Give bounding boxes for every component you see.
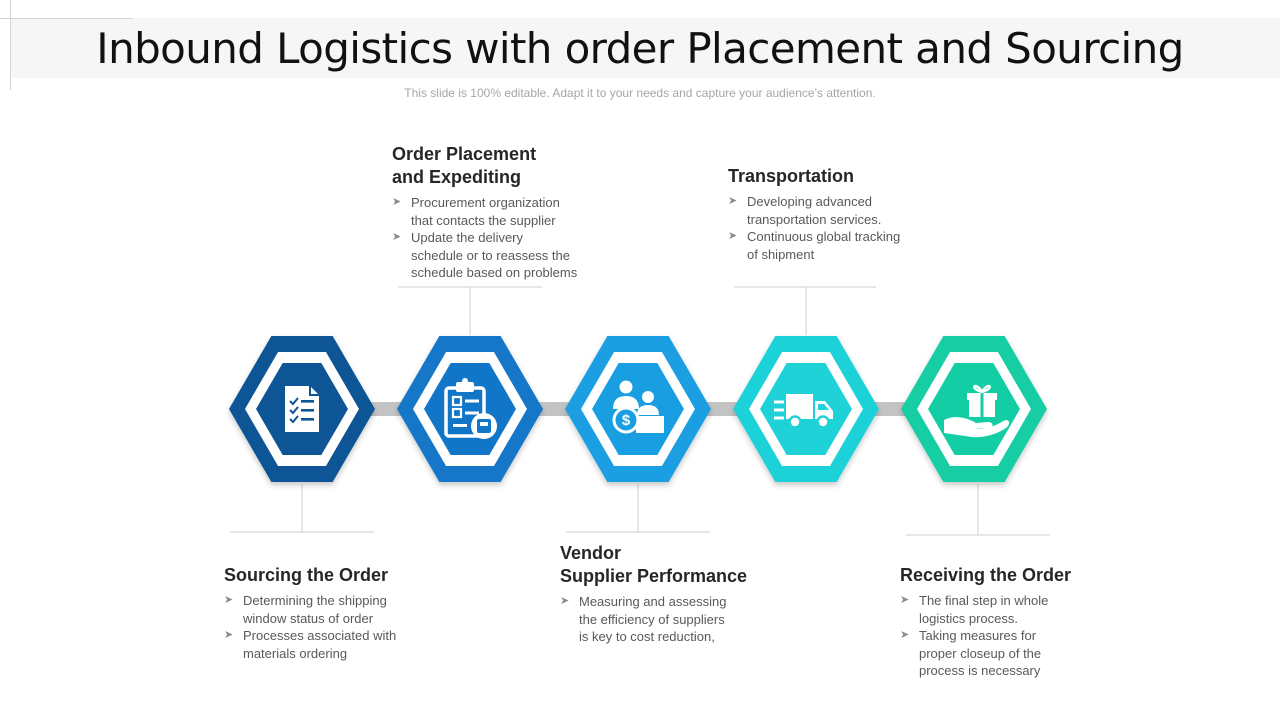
step-text-receiving: Receiving the Order ➤ The final step in w… [900, 564, 1110, 680]
bullet-line: Continuous global tracking [747, 229, 901, 244]
gift-hand-icon [944, 384, 1009, 438]
bullet-line: is key to cost reduction, [579, 629, 715, 644]
step-title-line: Sourcing the Order [224, 565, 389, 585]
page-title: Inbound Logistics with order Placement a… [96, 24, 1184, 73]
hexagon-order-placement [397, 336, 543, 482]
bullet-line: transportation services. [747, 211, 882, 227]
step-text-transportation: Transportation ➤ Developing advanced trans… [728, 165, 938, 263]
bullet-line: logistics process. [919, 610, 1018, 626]
step-title-line: Transportation [728, 166, 855, 186]
list-item: ➤ The final step in whole logistics proces… [900, 592, 1110, 627]
connector-bar [370, 402, 406, 416]
bullet-line: Measuring and assessing [579, 594, 727, 609]
step-bullets-transportation: ➤ Developing advanced transportation servi… [728, 193, 938, 263]
hexagon-receiving [901, 336, 1047, 482]
bullet-line: schedule based on problems [411, 265, 578, 280]
hexagon-vendor: $ [565, 336, 711, 482]
bullet-line: that contacts the supplier [411, 212, 556, 228]
delivery-truck-icon [774, 394, 833, 429]
step-text-vendor: Vendor Supplier Performance ➤ Measuring a… [560, 542, 780, 646]
step-bullets-sourcing: ➤ Determining the shipping window status o… [224, 592, 424, 662]
bullet-line: The final step in whole [919, 593, 1049, 608]
svg-text:$: $ [622, 412, 631, 429]
hexagon-sourcing [229, 336, 375, 482]
list-item: ➤ Continuous global tracking of shipment [728, 228, 938, 263]
step-bullets-vendor: ➤ Measuring and assessing the efficiency o… [560, 593, 780, 646]
bullet-line: schedule or to reassess the [411, 247, 570, 263]
bullet-line: Processes associated with [243, 628, 397, 643]
title-band [10, 18, 1280, 78]
chevron-right-icon: ➤ [728, 195, 738, 207]
list-item: ➤ Taking measures for proper closeup of th… [900, 627, 1110, 680]
step-title-line: and Expediting [392, 167, 522, 187]
page-subtitle: This slide is 100% editable. Adapt it to… [404, 86, 876, 100]
bullet-line: the efficiency of suppliers [579, 611, 725, 627]
bullet-line: materials ordering [243, 645, 348, 661]
connector-bar [706, 402, 742, 416]
bullet-line: Determining the shipping [243, 593, 387, 608]
list-item: ➤ Procurement organization that contacts t… [392, 194, 602, 229]
chevron-right-icon: ➤ [900, 594, 910, 606]
step-title-order-placement: Order Placement and Expediting [392, 143, 602, 189]
step-title-line: Order Placement [392, 144, 537, 164]
chevron-right-icon: ➤ [392, 231, 402, 243]
bullet-line: process is necessary [919, 663, 1041, 678]
chevron-right-icon: ➤ [728, 230, 738, 242]
document-checklist-icon [285, 386, 319, 432]
step-title-sourcing: Sourcing the Order [224, 564, 424, 587]
bullet-line: of shipment [747, 246, 815, 262]
list-item: ➤ Determining the shipping window status o… [224, 592, 424, 627]
step-title-receiving: Receiving the Order [900, 564, 1110, 587]
chevron-right-icon: ➤ [900, 629, 910, 641]
bullet-line: window status of order [243, 610, 374, 626]
list-item: ➤ Update the delivery schedule or to reass… [392, 229, 602, 282]
clipboard-checklist-icon [444, 378, 497, 439]
step-title-transportation: Transportation [728, 165, 938, 188]
bullet-line: Developing advanced [747, 194, 873, 209]
chevron-right-icon: ➤ [560, 595, 570, 607]
chevron-right-icon: ➤ [224, 594, 234, 606]
corner-line-vertical [10, 0, 11, 90]
step-title-line: Receiving the Order [900, 565, 1072, 585]
step-title-line: Vendor [560, 543, 622, 563]
bullet-line: Procurement organization [411, 195, 560, 210]
chevron-right-icon: ➤ [224, 629, 234, 641]
step-text-order-placement: Order Placement and Expediting ➤ Procurem… [392, 143, 602, 282]
step-bullets-receiving: ➤ The final step in whole logistics proces… [900, 592, 1110, 680]
step-bullets-order-placement: ➤ Procurement organization that contacts t… [392, 194, 602, 282]
bullet-line: Update the delivery [411, 230, 524, 245]
step-title-line: Supplier Performance [560, 566, 748, 586]
step-text-sourcing: Sourcing the Order ➤ Determining the ship… [224, 564, 424, 662]
list-item: ➤ Developing advanced transportation servi… [728, 193, 938, 228]
list-item: ➤ Processes associated with materials orde… [224, 627, 424, 662]
corner-line-horizontal [0, 18, 133, 19]
hexagon-transportation [733, 336, 879, 482]
connector-bar [538, 402, 574, 416]
chevron-right-icon: ➤ [392, 196, 402, 208]
bullet-line: proper closeup of the [919, 645, 1042, 661]
bullet-line: Taking measures for [919, 628, 1037, 643]
step-title-vendor: Vendor Supplier Performance [560, 542, 780, 588]
suppliers-money-icon: $ [612, 380, 664, 434]
connector-bar [874, 402, 910, 416]
list-item: ➤ Measuring and assessing the efficiency o… [560, 593, 780, 646]
